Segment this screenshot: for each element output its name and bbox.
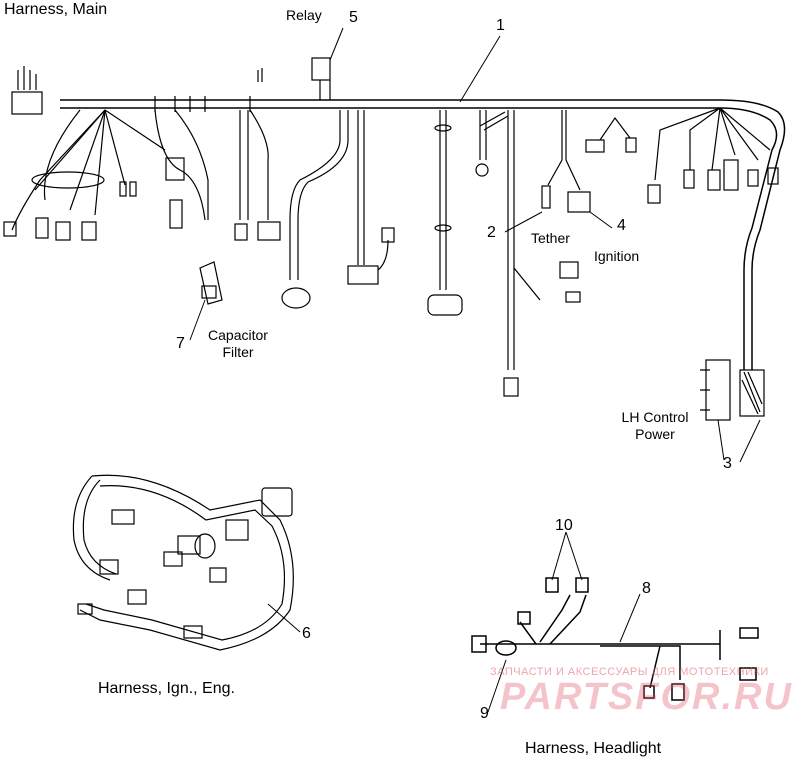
callout-1: 1 bbox=[496, 17, 505, 34]
label-capacitor-filter: Capacitor Filter bbox=[193, 328, 283, 359]
callout-10: 10 bbox=[555, 517, 573, 534]
label-lh-line2: Power bbox=[635, 426, 675, 442]
main-harness-drawing bbox=[3, 57, 786, 421]
callout-8: 8 bbox=[642, 580, 651, 597]
label-relay: Relay bbox=[286, 7, 322, 23]
label-lh-line1: LH Control bbox=[621, 409, 689, 425]
title-headlight-harness: Harness, Headlight bbox=[525, 740, 662, 757]
callout-6: 6 bbox=[302, 625, 311, 642]
callout-7: 7 bbox=[176, 335, 185, 352]
callout-5: 5 bbox=[349, 9, 358, 26]
title-ign-eng-harness: Harness, Ign., Eng. bbox=[98, 680, 235, 697]
watermark-brand: PARTSFOR.RU bbox=[500, 676, 793, 718]
label-tether: Tether bbox=[531, 230, 570, 246]
label-ignition: Ignition bbox=[594, 248, 640, 264]
label-capacitor-line1: Capacitor bbox=[208, 327, 268, 343]
leader-lines bbox=[189, 27, 761, 713]
headlight-harness-drawing bbox=[471, 577, 759, 701]
ign-eng-harness-drawing bbox=[72, 474, 294, 651]
label-capacitor-line2: Filter bbox=[222, 344, 254, 360]
watermark-tagline: ЗАПЧАСТИ И АКСЕССУАРЫ ДЛЯ МОТОТЕХНИКИ bbox=[490, 666, 769, 678]
callout-2: 2 bbox=[487, 224, 496, 241]
callout-9: 9 bbox=[480, 705, 489, 722]
callout-3: 3 bbox=[723, 455, 732, 472]
title-main-harness: Harness, Main bbox=[4, 1, 108, 18]
label-lh-control-power: LH Control Power bbox=[600, 410, 710, 441]
callout-4: 4 bbox=[617, 217, 626, 234]
